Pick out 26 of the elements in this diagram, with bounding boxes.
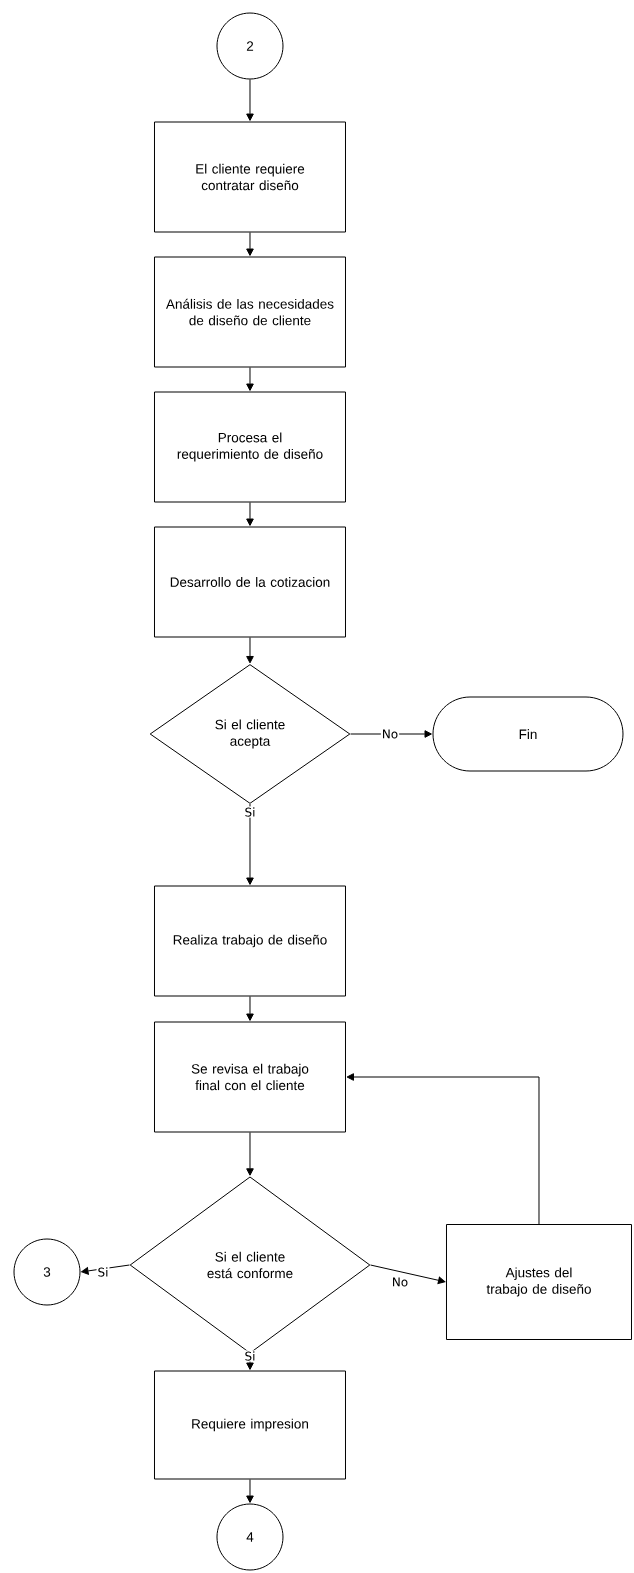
arrow — [246, 637, 254, 664]
arrow — [246, 232, 254, 256]
edge-label: Si — [96, 1266, 110, 1278]
process-box: Ajustes del trabajo de diseño — [446, 1224, 632, 1340]
arrow — [246, 367, 254, 391]
process-box: Realiza trabajo de diseño — [154, 885, 346, 997]
process-box: Procesa el requerimiento de diseño — [154, 391, 346, 503]
process-box: Análisis de las necesidades de diseño de cliente — [154, 256, 346, 368]
arrow — [246, 1479, 254, 1503]
edge-label: Si — [243, 1350, 257, 1362]
edge-label: No — [380, 728, 400, 740]
arrow — [246, 803, 254, 885]
edge-label: Si — [243, 806, 257, 818]
process-box: Se revisa el trabajo final con el cliente — [154, 1021, 346, 1133]
arrow — [246, 502, 254, 526]
process-box: Requiere impresion — [154, 1370, 346, 1480]
edge-label: No — [390, 1276, 410, 1288]
arrow — [350, 730, 432, 738]
arrow — [246, 996, 254, 1021]
arrow — [81, 1264, 130, 1275]
arrow — [370, 1264, 446, 1285]
arrow — [246, 1132, 254, 1176]
arrow — [346, 1073, 540, 1225]
process-box: El cliente requiere contratar diseño — [154, 121, 346, 233]
process-box: Desarrollo de la cotizacion — [154, 526, 346, 638]
arrow — [246, 79, 254, 121]
